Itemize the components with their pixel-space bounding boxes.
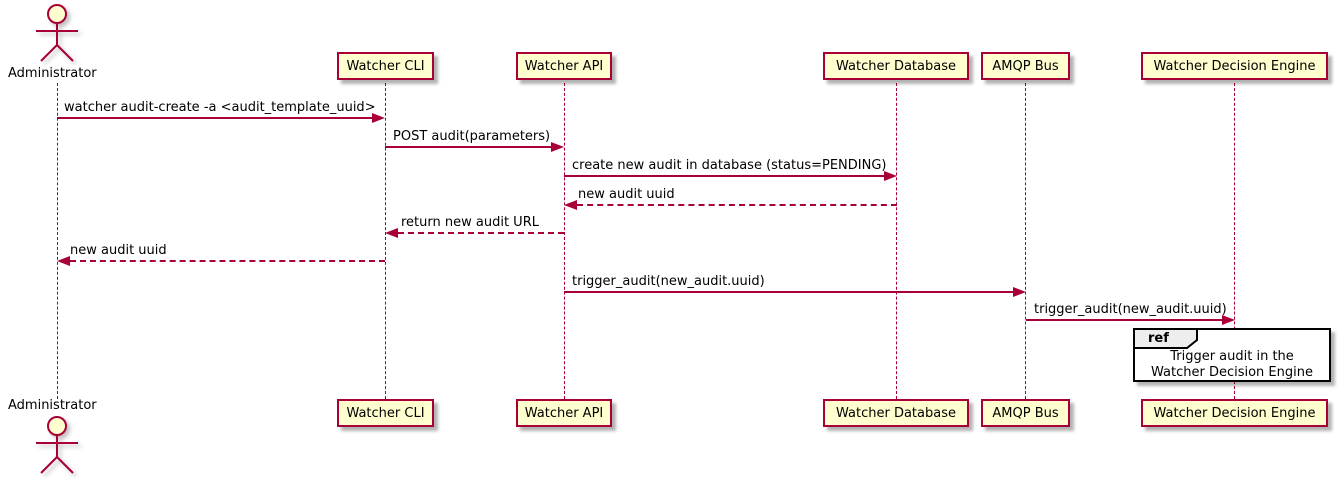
participant-watcher-api-top: Watcher API [516,52,612,80]
participant-amqp-bus-top: AMQP Bus [981,52,1070,80]
participant-watcher-cli-top: Watcher CLI [337,52,434,80]
participant-amqp-bus-bottom: AMQP Bus [981,399,1070,427]
message-7-line [564,291,1013,293]
message-6-line [70,260,385,262]
message-6-arrowhead-icon [57,256,70,266]
ref-body-line-2: Watcher Decision Engine [1151,365,1313,380]
actor-stick-figure-icon-bottom [36,416,78,474]
message-4-arrowhead-icon [564,200,577,210]
ref-fragment: ref Trigger audit in the Watcher Decisio… [1133,328,1331,382]
actor-stick-figure-icon [36,4,78,62]
message-1-label: watcher audit-create -a <audit_template_… [64,100,376,115]
participant-watcher-decision-engine-bottom: Watcher Decision Engine [1141,399,1328,427]
message-8-arrowhead-icon [1222,315,1235,325]
message-5-arrowhead-icon [385,228,398,238]
participant-watcher-cli-bottom: Watcher CLI [337,399,434,427]
ref-body: Trigger audit in the Watcher Decision En… [1135,349,1329,381]
message-8-line [1026,319,1222,321]
message-5-line [398,232,564,234]
message-4-label: new audit uuid [578,187,675,202]
ref-keyword: ref [1148,331,1169,346]
message-3-label: create new audit in database (status=PEN… [572,158,887,173]
actor-label-top: Administrator [8,66,97,81]
ref-pentagon-icon [1133,328,1198,349]
lifeline-administrator [57,83,58,399]
message-2-line [385,146,551,148]
message-3-line [564,175,884,177]
ref-body-line-1: Trigger audit in the [1170,349,1294,364]
actor-label-bottom: Administrator [8,398,97,413]
message-8-label: trigger_audit(new_audit.uuid) [1034,302,1227,317]
message-2-arrowhead-icon [551,142,564,152]
participant-watcher-database-bottom: Watcher Database [823,399,969,427]
participant-watcher-api-bottom: Watcher API [516,399,612,427]
message-1-line [57,117,372,119]
lifeline-watcher-api [564,83,565,399]
lifeline-watcher-database [896,83,897,399]
lifeline-watcher-decision-engine [1234,83,1235,399]
participant-watcher-decision-engine-top: Watcher Decision Engine [1141,52,1328,80]
lifeline-amqp-bus [1025,83,1026,399]
participant-watcher-database-top: Watcher Database [823,52,969,80]
message-1-arrowhead-icon [372,113,385,123]
message-2-label: POST audit(parameters) [393,129,551,144]
message-4-line [577,204,897,206]
message-5-label: return new audit URL [401,215,539,230]
message-7-label: trigger_audit(new_audit.uuid) [572,274,765,289]
message-3-arrowhead-icon [884,171,897,181]
message-7-arrowhead-icon [1013,287,1026,297]
lifeline-watcher-cli [385,83,386,399]
message-6-label: new audit uuid [70,243,167,258]
